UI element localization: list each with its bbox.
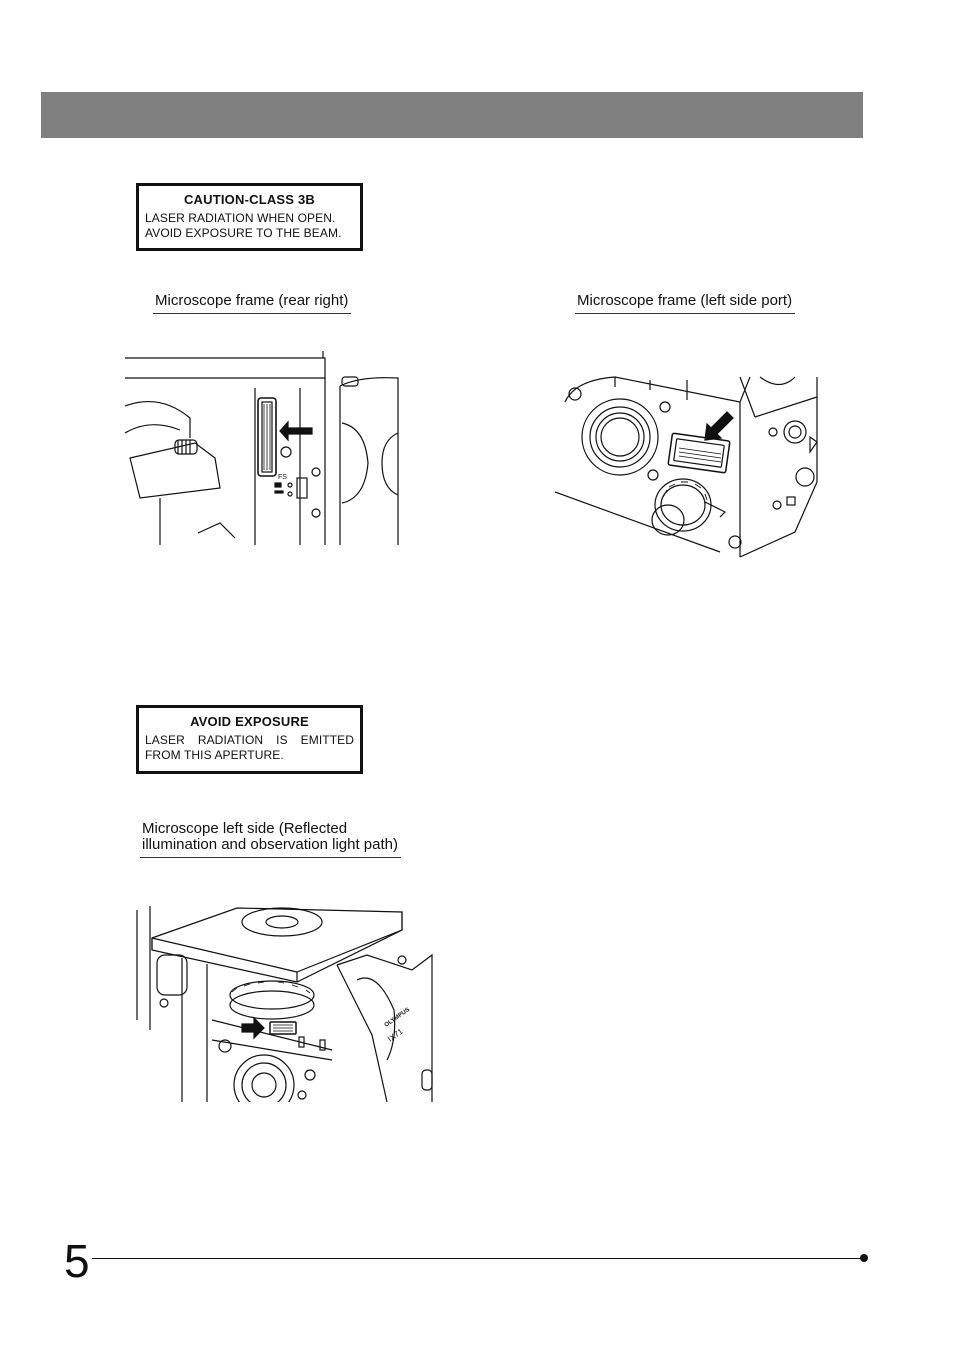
brand-logo-text: OLYMPUS <box>384 1007 411 1029</box>
aperture-label-line1: LASER RADIATION IS EMITTED <box>145 733 354 747</box>
model-text: IX71 <box>386 1027 405 1044</box>
fs-marking: FS <box>278 474 287 481</box>
caution-label-line2: AVOID EXPOSURE TO THE BEAM. <box>145 226 342 240</box>
figure-caption-left-side: Microscope left side (Reflected illumina… <box>140 821 401 858</box>
figure-left-side-drawing: OLYMPUS IX71 <box>132 900 437 1102</box>
figure-caption-rear-right: Microscope frame (rear right) <box>153 293 352 314</box>
aperture-label-title: AVOID EXPOSURE <box>190 714 309 729</box>
aperture-label: AVOID EXPOSURE LASER RADIATION IS EMITTE… <box>136 705 363 774</box>
figure-rear-right-drawing: FS <box>120 348 410 553</box>
figure-caption-left-side-line1: Microscope left side (Reflected <box>142 820 348 837</box>
caution-label-line1: LASER RADIATION WHEN OPEN. <box>145 211 336 225</box>
aperture-label-line2: FROM THIS APERTURE. <box>145 748 284 762</box>
caution-label-title: CAUTION-CLASS 3B <box>183 192 316 207</box>
footer-rule <box>92 1258 862 1259</box>
figure-caption-left-side-line2: illumination and observation light path) <box>142 836 398 853</box>
page-number: 5 <box>64 1235 90 1287</box>
figure-caption-left-side-port: Microscope frame (left side port) <box>575 293 796 314</box>
caution-label: CAUTION-CLASS 3B LASER RADIATION WHEN OP… <box>136 183 363 251</box>
footer-dot <box>860 1254 868 1262</box>
header-bar <box>41 92 863 138</box>
figure-left-side-port-drawing <box>555 372 825 567</box>
